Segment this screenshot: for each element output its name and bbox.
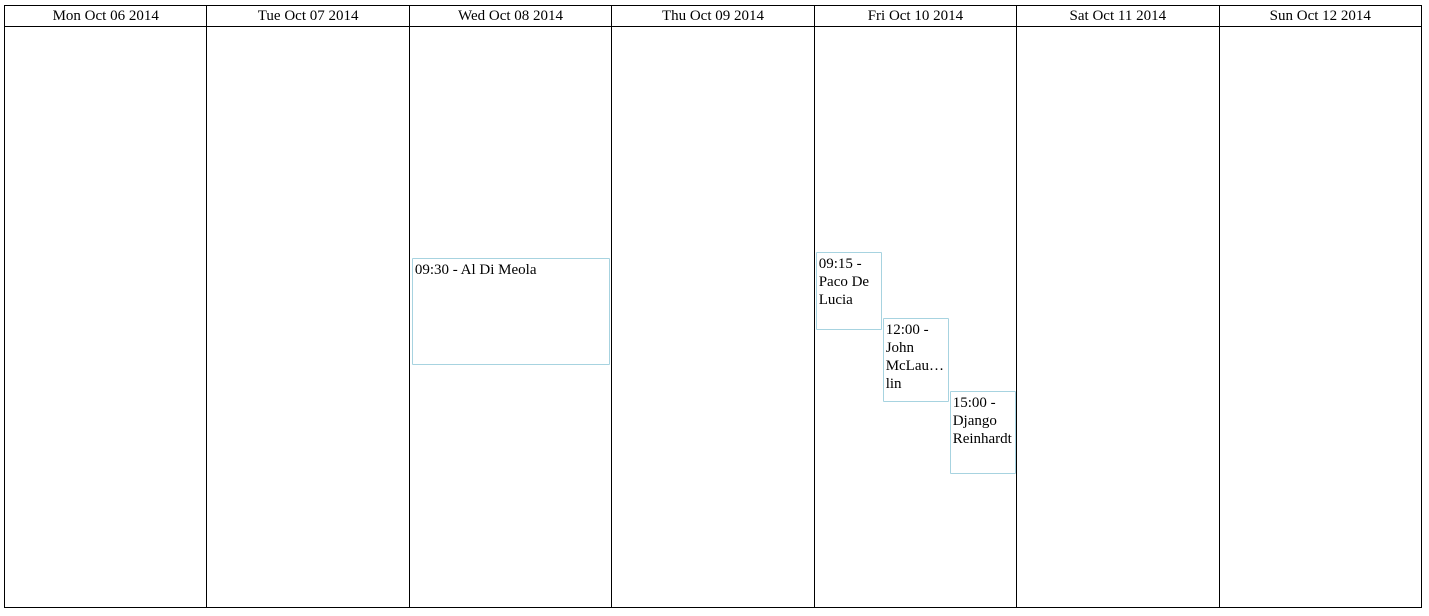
- day-cell-tue: [207, 27, 408, 607]
- event-label: 09:15 - Paco De Lucia: [818, 256, 870, 308]
- day-body-row: 09:30 - Al Di Meola 09:15 - Paco De Luci…: [3, 26, 1423, 608]
- day-header-mon: Mon Oct 06 2014: [3, 5, 208, 27]
- event-django-reinhardt[interactable]: 15:00 - Django Reinhardt: [949, 391, 1016, 474]
- week-grid: Mon Oct 06 2014 Tue Oct 07 2014 Wed Oct …: [3, 5, 1423, 608]
- day-cell-mon: [5, 27, 206, 607]
- day-cell-wed: 09:30 - Al Di Meola: [410, 27, 611, 607]
- day-column-thu[interactable]: [611, 26, 815, 608]
- day-cell-fri: 09:15 - Paco De Lucia 12:00 - John McLau…: [815, 27, 1016, 607]
- event-label: 15:00 - Django Reinhardt: [952, 395, 1012, 447]
- day-column-fri[interactable]: 09:15 - Paco De Lucia 12:00 - John McLau…: [813, 26, 1018, 608]
- day-header-tue: Tue Oct 07 2014: [206, 5, 410, 27]
- day-header-wed: Wed Oct 08 2014: [408, 5, 613, 27]
- day-cell-sun: [1220, 27, 1421, 607]
- day-cell-thu: [612, 27, 813, 607]
- event-al-di-meola[interactable]: 09:30 - Al Di Meola: [411, 258, 610, 365]
- event-john-mclaughlin[interactable]: 12:00 - John McLaughlin: [882, 318, 949, 402]
- day-header-row: Mon Oct 06 2014 Tue Oct 07 2014 Wed Oct …: [3, 5, 1423, 27]
- day-header-sun: Sun Oct 12 2014: [1218, 5, 1423, 27]
- day-column-sun[interactable]: [1218, 26, 1423, 608]
- week-calendar: Mon Oct 06 2014 Tue Oct 07 2014 Wed Oct …: [3, 5, 1423, 608]
- day-header-fri: Fri Oct 10 2014: [813, 5, 1018, 27]
- day-column-tue[interactable]: [206, 26, 410, 608]
- event-label: 12:00 - John McLaughlin: [885, 322, 945, 392]
- day-header-sat: Sat Oct 11 2014: [1016, 5, 1220, 27]
- day-header-thu: Thu Oct 09 2014: [611, 5, 815, 27]
- event-paco-de-lucia[interactable]: 09:15 - Paco De Lucia: [815, 252, 882, 330]
- day-cell-sat: [1017, 27, 1218, 607]
- event-label: 09:30 - Al Di Meola: [414, 262, 537, 278]
- day-column-sat[interactable]: [1016, 26, 1220, 608]
- day-column-wed[interactable]: 09:30 - Al Di Meola: [408, 26, 613, 608]
- day-column-mon[interactable]: [3, 26, 208, 608]
